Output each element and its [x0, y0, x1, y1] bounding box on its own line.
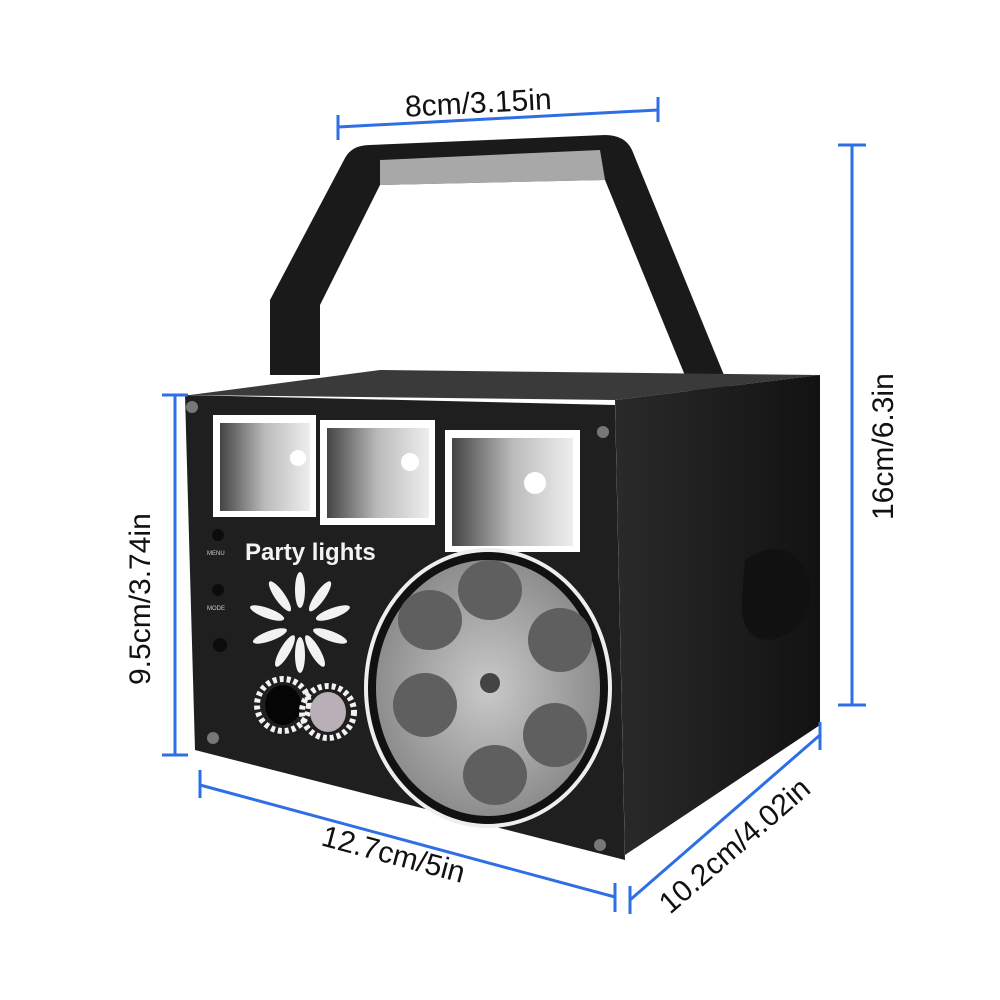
screws	[186, 401, 609, 851]
body-height-label: 9.5cm/3.74in	[124, 513, 157, 685]
body-side	[615, 375, 820, 855]
handle-width-label: 8cm/3.15in	[404, 83, 552, 124]
menu-button-label: MENU	[207, 551, 225, 557]
handle	[270, 135, 775, 640]
dimension-lines	[162, 97, 866, 914]
total-height-label: 16cm/6.3in	[867, 373, 900, 520]
body-top	[190, 370, 820, 400]
rotating-lens	[364, 548, 612, 828]
led-windows	[213, 415, 580, 552]
sensor-gears	[254, 676, 357, 741]
party-lights-label: Party lights	[245, 539, 376, 566]
body-width-label: 12.7cm/5in	[318, 820, 468, 890]
knob	[741, 548, 811, 640]
fireworks-icon	[250, 572, 350, 673]
control-buttons: MENU MODE	[207, 529, 227, 652]
mode-button-label: MODE	[207, 606, 225, 612]
